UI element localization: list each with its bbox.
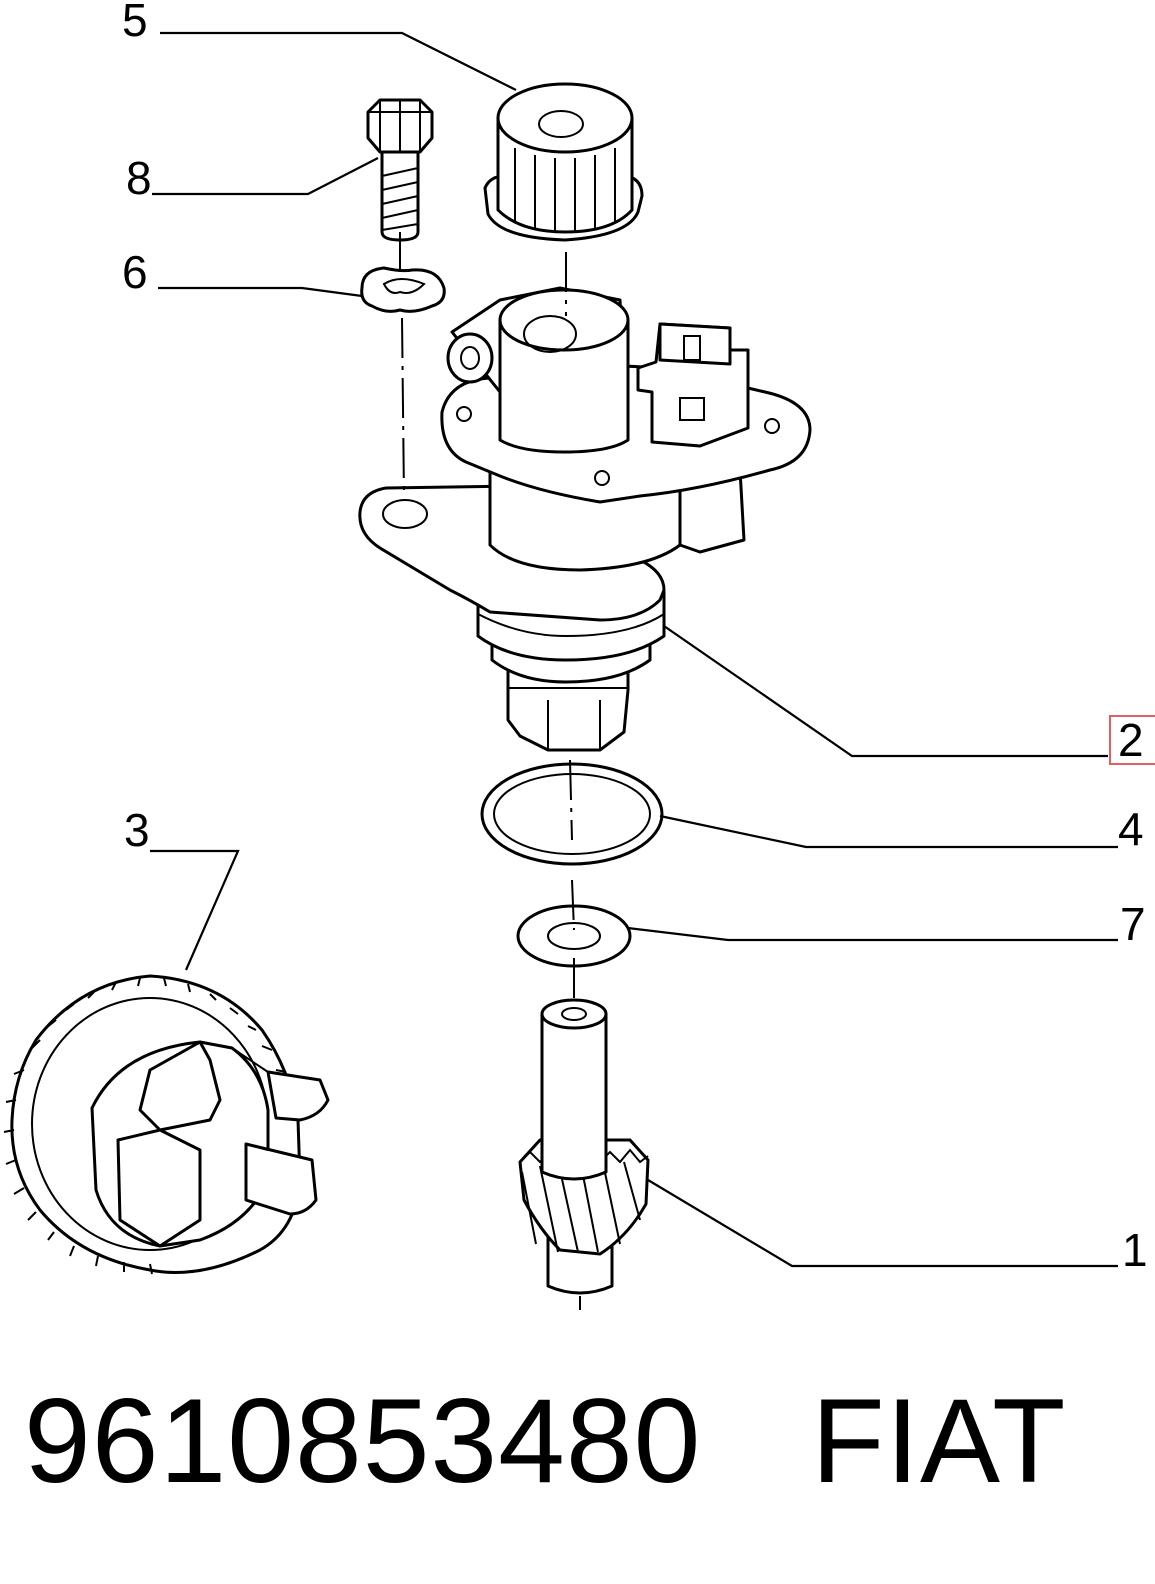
callout-3: 3	[124, 804, 150, 856]
part-5-cap	[483, 82, 644, 242]
part-2-sensor-housing	[358, 286, 812, 752]
callout-1: 1	[1122, 1224, 1148, 1276]
part-4-o-ring	[480, 762, 664, 866]
part-number: 9610853480	[24, 1374, 702, 1508]
callout-7: 7	[1120, 898, 1146, 950]
callout-2: 2	[1118, 714, 1144, 766]
part-8-bolt	[366, 98, 434, 242]
callout-5: 5	[122, 0, 148, 46]
part-1-drive-shaft	[518, 998, 650, 1295]
callout-labels: 5 8 6 2 3 4 7 1	[122, 0, 1148, 1276]
part-3-gear	[3, 974, 330, 1275]
callout-8: 8	[126, 152, 152, 204]
centerlines	[399, 232, 581, 1310]
leader-lines	[150, 31, 1118, 1268]
brand-name: FIAT	[811, 1374, 1067, 1508]
callout-6: 6	[122, 246, 148, 298]
footer-caption: 9610853480 FIAT	[24, 1372, 1066, 1510]
callout-4: 4	[1118, 803, 1144, 855]
callout-2-highlight	[1109, 715, 1155, 765]
part-6-washer	[360, 266, 446, 313]
